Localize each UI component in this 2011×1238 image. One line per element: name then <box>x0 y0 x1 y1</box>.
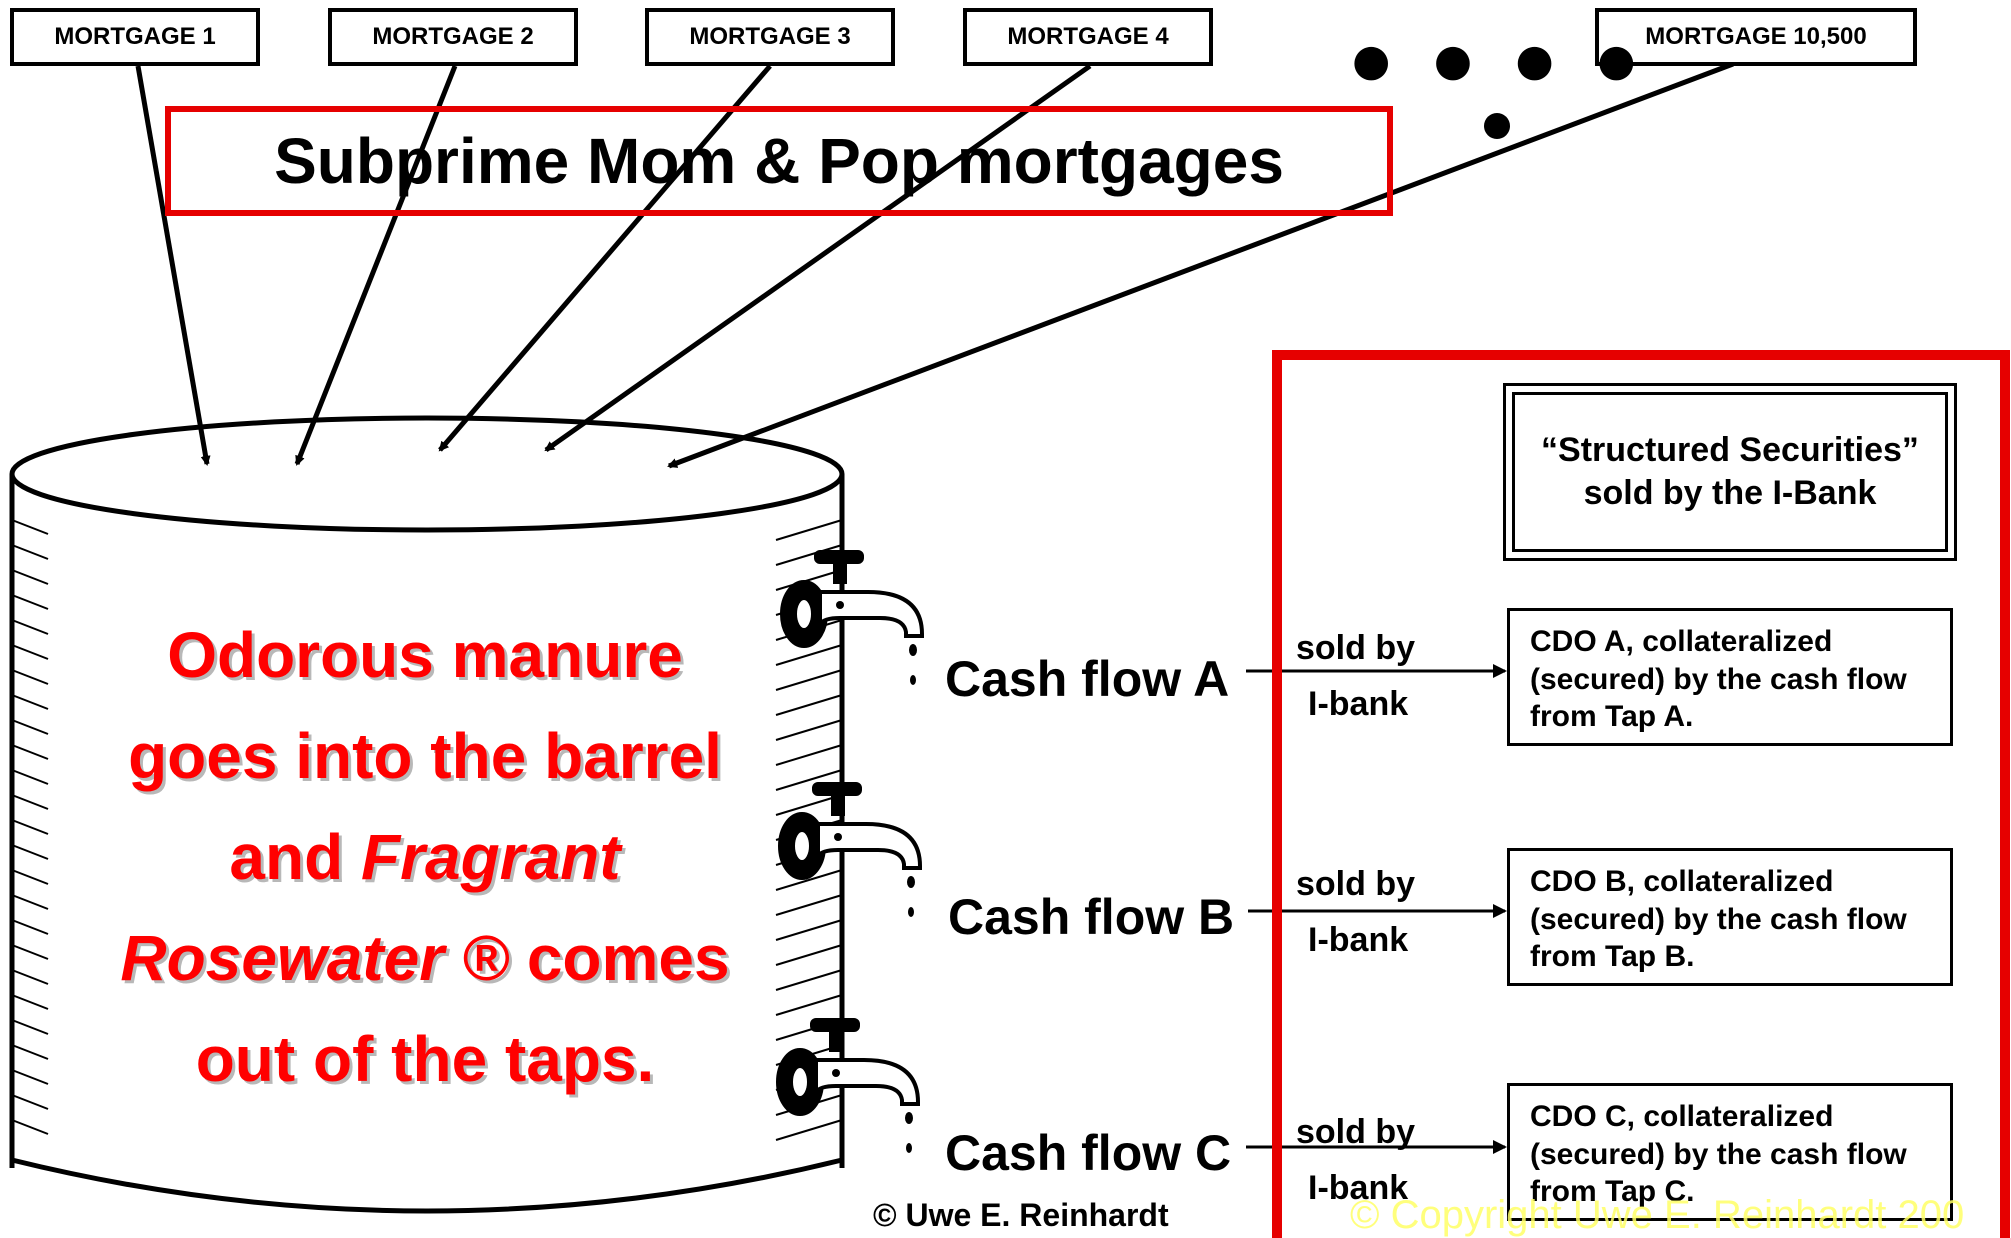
barrel-stave-mark <box>11 569 49 585</box>
barrel-stave-mark <box>11 769 49 785</box>
barrel-stave-mark <box>11 544 49 560</box>
barrel-stave-mark <box>11 1019 49 1035</box>
mortgage-box-10500: MORTGAGE 10,500 <box>1595 8 1917 66</box>
copyright-watermark: © Copyright Uwe E. Reinhardt 200 <box>1350 1193 1965 1237</box>
copyright-notice: © Uwe E. Reinhardt <box>873 1197 1169 1233</box>
sold-by-a: sold by I-bank <box>1296 629 1416 724</box>
barrel-stave-mark <box>11 694 49 710</box>
cash-flow-a-label: Cash flow A <box>945 651 1230 707</box>
ellipsis-dots: ● ● ● ● <box>1352 35 1650 86</box>
water-tap-icon <box>778 782 922 919</box>
cdo-b-box: CDO B, collateralized (secured) by the c… <box>1507 848 1953 986</box>
barrel-stave-mark <box>775 894 843 916</box>
barrel-stave-mark <box>775 544 843 566</box>
arrow-mortgage-1 <box>135 65 211 466</box>
barrel-stave-mark <box>11 844 49 860</box>
barrel-stave-mark <box>775 1119 843 1141</box>
barrel-caption-line-3: and Fragrant <box>229 821 621 894</box>
arrow-mortgage-4 <box>544 63 1092 453</box>
cdo-a-box: CDO A, collateralized (secured) by the c… <box>1507 608 1953 746</box>
ellipsis-dot <box>1484 113 1510 139</box>
water-drop-icon <box>909 644 917 685</box>
sold-by-c: sold by I-bank <box>1296 1113 1416 1208</box>
cash-flow-c-label: Cash flow C <box>945 1125 1232 1181</box>
barrel-stave-mark <box>11 969 49 985</box>
structured-securities-box: “Structured Securities” sold by the I-Ba… <box>1503 383 1957 561</box>
barrel <box>9 415 845 1214</box>
barrel-caption-line-2: goes into the barrel <box>128 720 722 793</box>
barrel-stave-mark <box>11 669 49 685</box>
barrel-stave-mark <box>11 519 49 535</box>
barrel-stave-mark <box>11 919 49 935</box>
barrel-stave-mark <box>775 994 843 1016</box>
barrel-stave-mark <box>775 744 843 766</box>
cash-flow-b-label: Cash flow B <box>948 889 1235 945</box>
mortgage-box-2: MORTGAGE 2 <box>328 8 578 66</box>
barrel-stave-mark <box>775 769 843 791</box>
barrel-stave-mark <box>11 994 49 1010</box>
barrel-stave-mark <box>775 969 843 991</box>
title-frame <box>165 106 1393 216</box>
arrow-mortgage-10500 <box>667 61 1734 469</box>
barrel-stave-mark <box>775 519 843 541</box>
water-tap-icon <box>780 550 924 685</box>
barrel-stave-mark <box>775 644 843 666</box>
barrel-stave-mark <box>11 594 49 610</box>
mortgage-arrows <box>135 61 1734 469</box>
arrow-mortgage-2 <box>294 65 458 466</box>
sold-by-b: sold by I-bank <box>1296 865 1416 960</box>
barrel-stave-mark <box>11 1119 49 1135</box>
barrel-stave-mark <box>775 869 843 891</box>
arrow-mortgage-3 <box>438 64 772 452</box>
barrel-caption-line-4: Rosewater ® comes <box>120 922 730 995</box>
cdo-arrows <box>1246 664 1507 1154</box>
barrel-stave-mark <box>775 569 843 591</box>
barrel-caption: Odorous manure goes into the barrel and … <box>70 605 780 1111</box>
cdo-c-box: CDO C, collateralized (secured) by the c… <box>1507 1083 1953 1221</box>
barrel-stave-mark <box>775 669 843 691</box>
mortgage-box-1: MORTGAGE 1 <box>10 8 260 66</box>
barrel-stave-mark <box>11 719 49 735</box>
barrel-stave-mark <box>775 694 843 716</box>
structured-securities-label: “Structured Securities” sold by the I-Ba… <box>1512 392 1948 552</box>
barrel-stave-mark <box>11 644 49 660</box>
barrel-stave-mark <box>11 894 49 910</box>
barrel-stave-mark <box>11 944 49 960</box>
mortgage-box-3: MORTGAGE 3 <box>645 8 895 66</box>
structured-securities-panel <box>1272 350 2010 1238</box>
barrel-caption-line-1: Odorous manure <box>167 619 683 691</box>
barrel-stave-mark <box>11 1044 49 1060</box>
barrel-stave-mark <box>11 1094 49 1110</box>
barrel-stave-mark <box>775 719 843 741</box>
barrel-stave-mark <box>11 619 49 635</box>
barrel-stave-mark <box>11 869 49 885</box>
barrel-caption-line-5: out of the taps. <box>195 1023 655 1096</box>
barrel-stave-mark <box>775 919 843 941</box>
barrel-stave-mark <box>775 944 843 966</box>
barrel-stave-mark <box>11 744 49 760</box>
mortgage-box-4: MORTGAGE 4 <box>963 8 1213 66</box>
barrel-stave-mark <box>11 819 49 835</box>
barrel-stave-mark <box>11 1069 49 1085</box>
barrel-stave-mark <box>11 794 49 810</box>
